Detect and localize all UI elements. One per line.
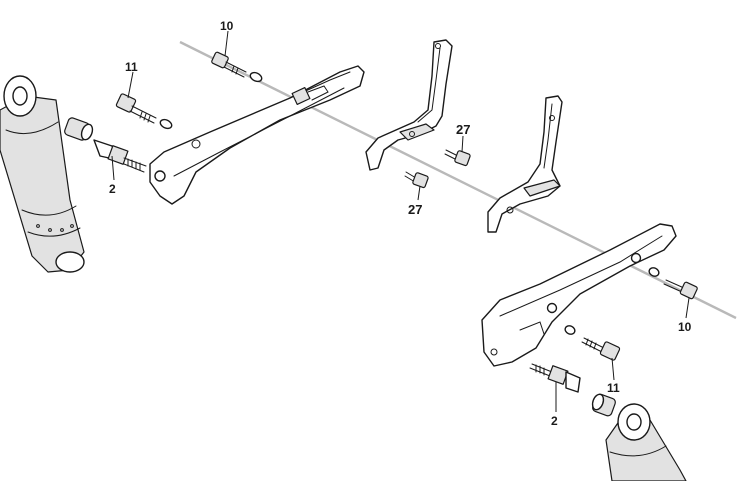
shock-absorber-right <box>605 403 687 481</box>
bolt-11-lower <box>564 325 621 361</box>
leader-27-left <box>417 185 421 201</box>
bolt-10-upper <box>211 51 263 83</box>
leader-11-upper <box>127 71 134 99</box>
leader-2-left <box>111 155 115 181</box>
callout-10-upper: 10 <box>220 19 234 33</box>
callout-27-right: 27 <box>456 122 470 137</box>
callout-11-upper: 11 <box>125 60 138 74</box>
bolt-11-upper <box>115 93 173 130</box>
stud-right <box>529 363 581 393</box>
assembly-axis-line <box>179 40 737 320</box>
bolt-10-lower <box>648 267 698 300</box>
stud-left <box>93 139 147 173</box>
callout-27-left: 27 <box>408 202 422 217</box>
rail-left <box>149 65 365 205</box>
shock-absorber-left <box>0 75 85 273</box>
leader-10-lower <box>685 297 690 319</box>
leader-11-lower <box>611 357 615 381</box>
callout-11-lower: 11 <box>607 381 620 395</box>
bracket-lower-middle <box>487 95 563 233</box>
rail-right <box>481 223 677 367</box>
callout-2-right: 2 <box>551 414 558 428</box>
bolt-27-right <box>444 149 471 167</box>
callout-10-lower: 10 <box>678 320 692 334</box>
leader-27-right <box>461 135 464 153</box>
leader-10-upper <box>224 30 229 57</box>
collar-left <box>64 117 94 141</box>
bracket-upper-middle <box>365 39 453 171</box>
callout-2-left: 2 <box>109 182 116 196</box>
bolt-27-left <box>404 171 429 189</box>
collar-right <box>591 393 616 417</box>
